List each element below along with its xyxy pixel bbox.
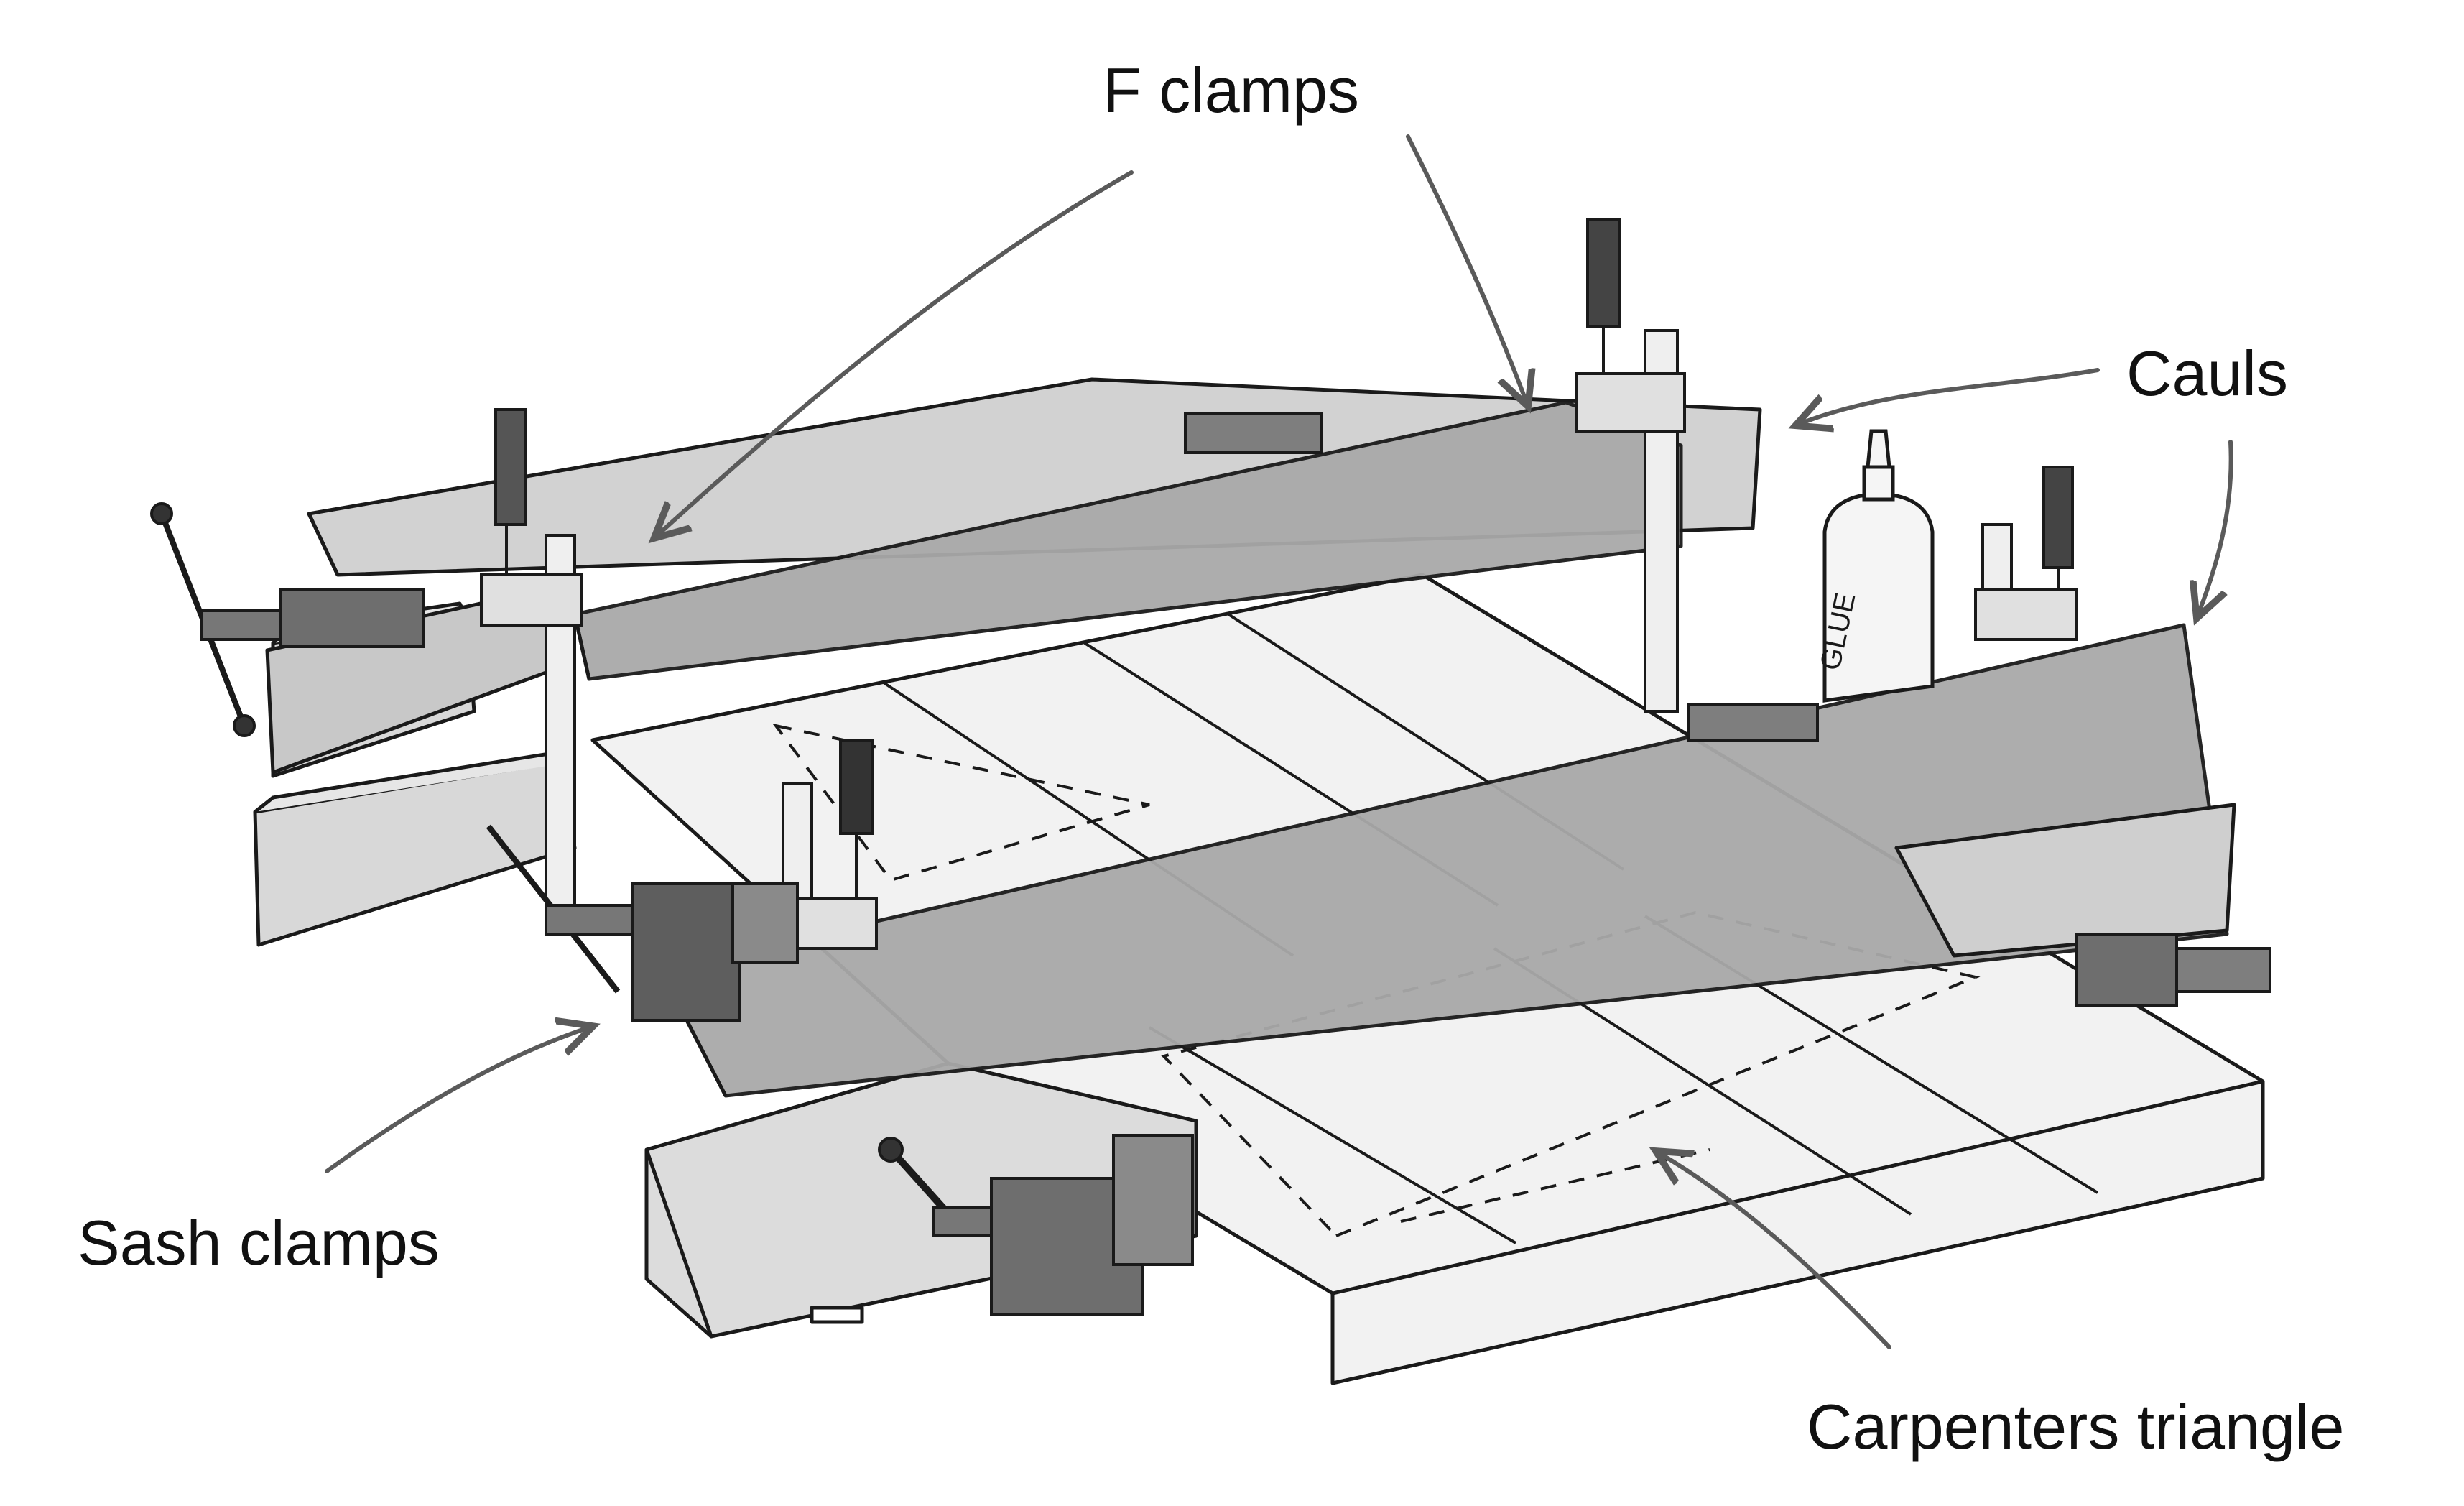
cauls-label: Cauls: [2126, 338, 2288, 409]
arrow-cauls-right: [2198, 440, 2233, 614]
right-bearer-bar: [1894, 803, 2236, 958]
f-clamp-back-right: [1575, 218, 1686, 713]
sash-clamp-back-left: [150, 502, 425, 737]
left-bearer-bar-bottom: [253, 749, 577, 947]
arrow-carpenters-triangle: [1659, 1153, 1891, 1349]
sash-clamp-right: [1184, 412, 2271, 1007]
sash-clamps-label: Sash clamps: [78, 1207, 440, 1278]
sash-clamp-mid-left: [486, 824, 799, 1022]
sash-clamp-front: [878, 1134, 1194, 1316]
f-clamps-label: F clamps: [1103, 55, 1359, 126]
arrow-f-clamps-left: [657, 170, 1134, 535]
f-clamp-left: [480, 408, 583, 932]
arrow-cauls-top: [1800, 368, 2100, 424]
arrow-f-clamps-right: [1406, 134, 1527, 402]
arrow-sash-clamps: [325, 1027, 589, 1173]
glue-bottle: GLUE: [1815, 429, 1935, 703]
label-arrows: [325, 134, 2233, 1349]
f-clamp-right: [1974, 466, 2078, 641]
carpenters-triangle-label: Carpenters triangle: [1807, 1391, 2345, 1462]
